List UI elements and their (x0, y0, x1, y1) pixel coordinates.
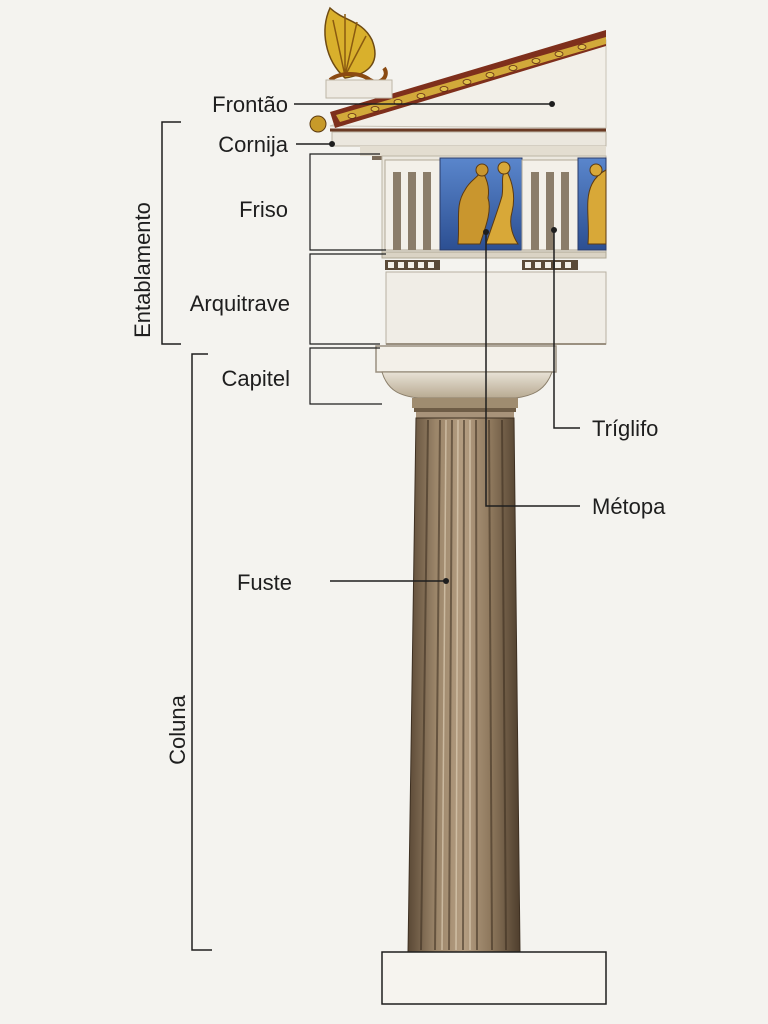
acroterion-palmette (324, 6, 393, 99)
capital (375, 345, 557, 418)
frieze (381, 155, 607, 270)
lion-head-ornament (309, 115, 327, 133)
label-metopa: Métopa (592, 494, 666, 519)
label-friso: Friso (239, 197, 288, 222)
triglyph (521, 159, 579, 251)
cornice-ornament-band (347, 44, 587, 119)
label-frontao: Frontão (212, 92, 288, 117)
triglyph (384, 159, 441, 251)
metopa-leader (485, 232, 580, 507)
metope (439, 157, 523, 251)
label-capitel: Capitel (222, 366, 290, 391)
label-cornija: Cornija (218, 132, 288, 157)
label-entablamento: Entablamento (130, 202, 155, 338)
column-shaft (407, 417, 521, 953)
entablamento-bracket (161, 121, 181, 345)
label-triglifo: Tríglifo (592, 416, 658, 441)
coluna-bracket (191, 353, 212, 951)
label-fuste: Fuste (237, 570, 292, 595)
label-arquitrave: Arquitrave (190, 291, 290, 316)
architrave (385, 271, 607, 345)
label-coluna: Coluna (165, 694, 190, 764)
triglifo-leader (553, 230, 580, 429)
section-guides (309, 153, 386, 405)
stylobate (381, 951, 607, 1005)
metope (577, 157, 607, 251)
